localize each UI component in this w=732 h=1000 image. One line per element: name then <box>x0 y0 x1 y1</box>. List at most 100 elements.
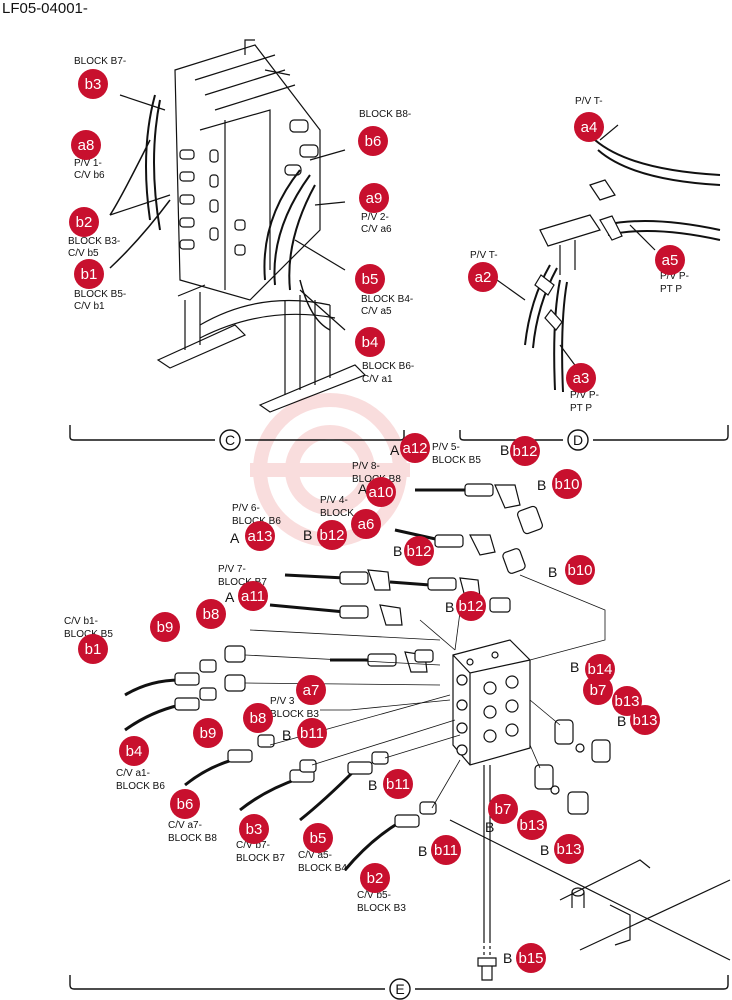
marker-b4[interactable]: b4 <box>119 736 149 766</box>
marker-a13[interactable]: a13 <box>245 521 275 551</box>
svg-text:P/V 1-: P/V 1- <box>74 158 102 169</box>
svg-text:a7: a7 <box>303 682 320 699</box>
marker-a2[interactable]: a2 <box>468 262 498 292</box>
svg-text:b13: b13 <box>614 693 639 710</box>
marker-b13[interactable]: b13 <box>630 705 660 735</box>
marker-b14[interactable]: b14 <box>585 654 615 684</box>
svg-text:A: A <box>230 530 240 546</box>
marker-b5[interactable]: b5 <box>303 823 333 853</box>
svg-text:C/V b5-: C/V b5- <box>357 890 391 901</box>
marker-a5[interactable]: a5 <box>655 245 685 275</box>
marker-b2[interactable]: b2 <box>69 207 99 237</box>
marker-a9[interactable]: a9 <box>359 183 389 213</box>
marker-b15[interactable]: b15 <box>516 943 546 973</box>
svg-text:C/V b1-: C/V b1- <box>64 616 98 627</box>
svg-text:C/V b6: C/V b6 <box>74 170 105 181</box>
svg-text:BLOCK B8: BLOCK B8 <box>168 833 217 844</box>
labels-section-c: BLOCK B7- P/V 1- C/V b6 BLOCK B3- C/V b5… <box>68 56 414 385</box>
svg-text:a10: a10 <box>368 484 393 501</box>
marker-b4[interactable]: b4 <box>355 327 385 357</box>
marker-b10[interactable]: b10 <box>565 555 595 585</box>
marker-b12[interactable]: b12 <box>317 520 347 550</box>
marker-b7[interactable]: b7 <box>583 675 613 705</box>
svg-text:a11: a11 <box>241 588 265 605</box>
svg-text:B: B <box>570 659 579 675</box>
marker-b2[interactable]: b2 <box>360 863 390 893</box>
marker-b11[interactable]: b11 <box>297 718 327 748</box>
labels-section-d: P/V T- P/V T- P/V P- PT P P/V P- PT P <box>470 96 689 414</box>
svg-text:P/V T-: P/V T- <box>470 250 498 261</box>
section-d-drawing <box>489 124 721 393</box>
svg-text:BLOCK B3: BLOCK B3 <box>270 709 319 720</box>
marker-b5[interactable]: b5 <box>355 264 385 294</box>
svg-text:B: B <box>500 442 509 458</box>
marker-b11[interactable]: b11 <box>431 835 461 865</box>
marker-b11[interactable]: b11 <box>383 769 413 799</box>
marker-b13[interactable]: b13 <box>554 834 584 864</box>
marker-a6[interactable]: a6 <box>351 509 381 539</box>
svg-text:BLOCK B6-: BLOCK B6- <box>362 361 414 372</box>
section-c-marker: C <box>219 429 241 451</box>
svg-text:b2: b2 <box>367 870 384 887</box>
svg-text:b1: b1 <box>81 266 98 283</box>
marker-a3[interactable]: a3 <box>566 363 596 393</box>
svg-text:PT P: PT P <box>570 403 592 414</box>
svg-text:a8: a8 <box>78 137 95 154</box>
svg-text:b12: b12 <box>319 527 344 544</box>
section-e-marker: E <box>389 978 411 1000</box>
svg-text:a3: a3 <box>573 370 590 387</box>
marker-b12[interactable]: b12 <box>404 536 434 566</box>
marker-b8[interactable]: b8 <box>196 599 226 629</box>
markers-section-c: b3 a8 b2 b1 b6 a9 b5 b4 <box>69 69 389 357</box>
svg-text:b4: b4 <box>362 334 379 351</box>
svg-text:b7: b7 <box>495 801 512 818</box>
marker-b13[interactable]: b13 <box>517 810 547 840</box>
marker-a11[interactable]: a11 <box>238 581 268 611</box>
svg-text:C/V a1: C/V a1 <box>362 374 393 385</box>
svg-text:b9: b9 <box>200 725 217 742</box>
marker-b9[interactable]: b9 <box>150 612 180 642</box>
marker-a4[interactable]: a4 <box>574 112 604 142</box>
svg-text:C/V b7-: C/V b7- <box>236 840 270 851</box>
marker-a8[interactable]: a8 <box>71 130 101 160</box>
marker-b6[interactable]: b6 <box>358 126 388 156</box>
marker-b3[interactable]: b3 <box>239 814 269 844</box>
marker-b1[interactable]: b1 <box>74 259 104 289</box>
svg-text:P/V 5-: P/V 5- <box>432 442 460 453</box>
section-brackets <box>69 425 729 990</box>
marker-b9[interactable]: b9 <box>193 718 223 748</box>
svg-text:b5: b5 <box>362 271 379 288</box>
svg-text:B: B <box>418 843 427 859</box>
svg-text:B: B <box>282 727 291 743</box>
marker-b7[interactable]: b7 <box>488 794 518 824</box>
marker-b10[interactable]: b10 <box>552 469 582 499</box>
svg-text:C/V b5: C/V b5 <box>68 248 99 259</box>
svg-text:a12: a12 <box>402 440 427 457</box>
marker-b1[interactable]: b1 <box>78 634 108 664</box>
svg-text:C/V a5-: C/V a5- <box>298 850 332 861</box>
svg-text:P/V T-: P/V T- <box>575 96 603 107</box>
marker-b6[interactable]: b6 <box>170 789 200 819</box>
marker-a12[interactable]: a12 <box>400 433 430 463</box>
section-e-drawing <box>124 483 731 981</box>
svg-text:b12: b12 <box>406 543 431 560</box>
marker-b12[interactable]: b12 <box>510 436 540 466</box>
svg-text:b6: b6 <box>177 796 194 813</box>
svg-text:BLOCK B3-: BLOCK B3- <box>68 236 120 247</box>
svg-text:C: C <box>225 432 235 448</box>
marker-b12[interactable]: b12 <box>456 591 486 621</box>
marker-b13[interactable]: b13 <box>612 686 642 716</box>
marker-a7[interactable]: a7 <box>296 675 326 705</box>
svg-text:b6: b6 <box>365 133 382 150</box>
svg-text:a13: a13 <box>247 528 272 545</box>
svg-text:B: B <box>540 842 549 858</box>
svg-text:BLOCK B7: BLOCK B7 <box>218 577 267 588</box>
svg-text:b9: b9 <box>157 619 174 636</box>
marker-a10[interactable]: a10 <box>366 477 396 507</box>
svg-text:P/V 6-: P/V 6- <box>232 503 260 514</box>
marker-b3[interactable]: b3 <box>78 69 108 99</box>
marker-b8[interactable]: b8 <box>243 703 273 733</box>
svg-text:B: B <box>445 599 454 615</box>
markers-section-e: a12 b12 a10 b10 a6 b12 a13 b12 b10 a11 b… <box>78 433 660 973</box>
